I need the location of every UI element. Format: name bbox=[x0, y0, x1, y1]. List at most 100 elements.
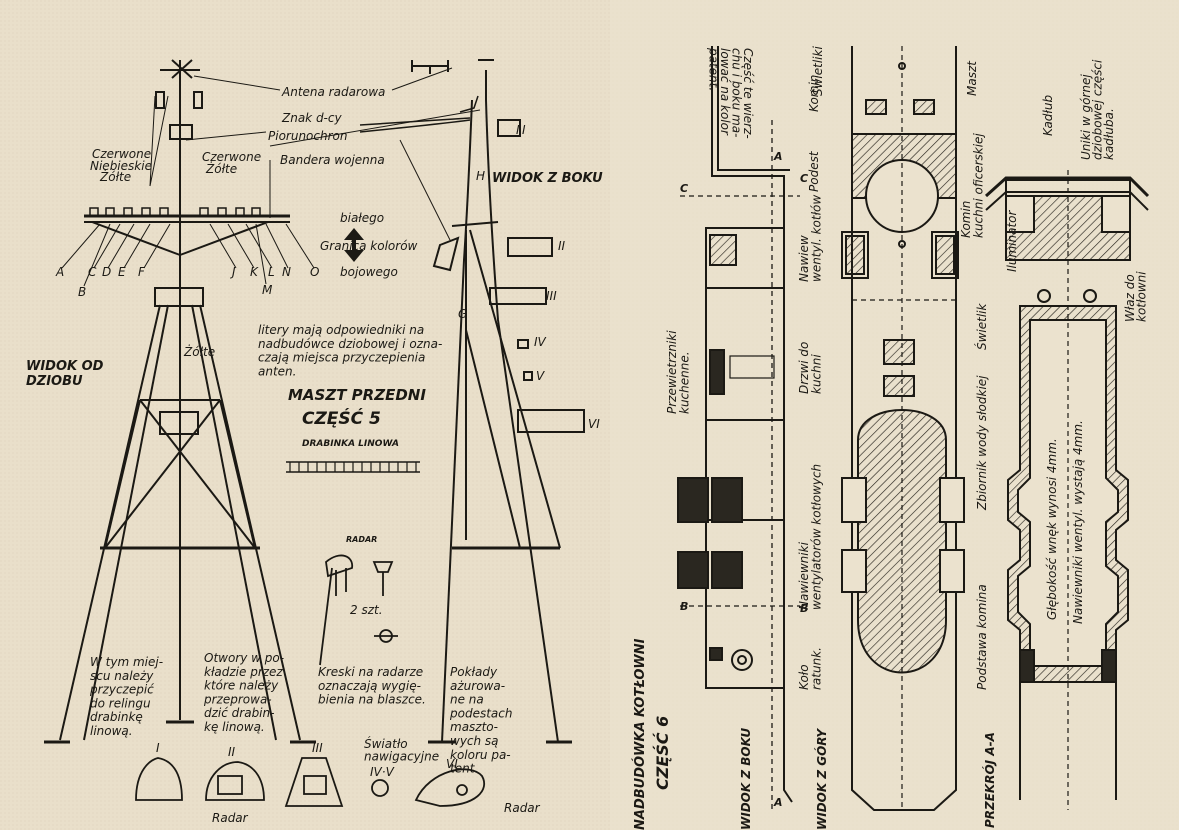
superstructure-top-view bbox=[841, 46, 965, 811]
text-line: które należy bbox=[204, 679, 279, 693]
label-freshwater: Zbiornik wody słodkiej bbox=[975, 375, 989, 511]
mark-c-left: C bbox=[680, 182, 688, 195]
text-line: drabinkę bbox=[90, 710, 143, 724]
text-line: linową. bbox=[90, 724, 133, 738]
radar-label-left: Radar bbox=[212, 811, 249, 825]
text-line: bienia na blaszce. bbox=[318, 693, 426, 707]
letter-leader bbox=[123, 223, 151, 269]
mark-c-right: C bbox=[800, 172, 808, 185]
label-vent: Nawiewwentyl. kotłów bbox=[797, 195, 824, 282]
part6-number: CZĘŚĆ 6 bbox=[653, 716, 672, 790]
yard-lights bbox=[61, 207, 315, 287]
letter-leader bbox=[285, 223, 315, 269]
superstructure-side-view bbox=[677, 46, 793, 803]
letter-leader bbox=[245, 223, 273, 269]
platform-mark: V bbox=[536, 369, 545, 383]
colour-border-label: Granica kolorów bbox=[320, 239, 418, 253]
svg-text:Niebieskie: Niebieskie bbox=[90, 159, 152, 173]
text-line: maszto- bbox=[450, 720, 498, 734]
letter-leader bbox=[265, 223, 289, 269]
letter-j: J bbox=[230, 265, 236, 279]
letter-l: L bbox=[268, 265, 275, 279]
right-sheet-labels: NADBUDÓWKA KOTŁOWNI CZĘŚĆ 6 WIDOK Z BOKU… bbox=[632, 46, 1149, 830]
lightning-rod-label: Piorunochron bbox=[268, 129, 347, 143]
label-kitchen-vents: Przewietrznikikuchenne. bbox=[665, 330, 692, 414]
label-chimney: Komin bbox=[807, 75, 821, 112]
rope-ladder-rungs bbox=[289, 462, 417, 472]
letter-b: B bbox=[78, 285, 86, 299]
text-line: dzić drabin- bbox=[204, 706, 274, 720]
text-line: kotłowni bbox=[1135, 271, 1149, 322]
mark-a-bottom: A bbox=[773, 796, 783, 809]
text-line: kuchni oficerskiej bbox=[972, 133, 986, 238]
front-view-mast bbox=[44, 59, 316, 744]
text-line: kuchenne. bbox=[678, 351, 692, 414]
text-line: DZIOBU bbox=[26, 374, 83, 389]
letter-c: C bbox=[88, 265, 97, 279]
letter-d: D bbox=[102, 265, 111, 279]
letter-leader bbox=[107, 223, 135, 269]
text-line: wych są bbox=[450, 734, 499, 748]
lights-right-labels: Czerwone Żółte bbox=[202, 150, 261, 176]
text-line: kę linową. bbox=[204, 720, 265, 734]
label-patent: Część te wierz-chu i boku ma-lować na ko… bbox=[707, 47, 756, 139]
text-line: kuchni bbox=[810, 354, 824, 394]
label-vent-protrude: Nawiewniki wentyl. wystają 4mm. bbox=[1071, 420, 1085, 624]
letter-f: F bbox=[138, 265, 146, 279]
text-line: do relingu bbox=[90, 696, 151, 710]
text-line: koloru pa- bbox=[450, 748, 511, 762]
side-view-title: WIDOK Z BOKU bbox=[492, 171, 603, 186]
text-line: dziobowej części bbox=[1091, 59, 1105, 160]
label-officer-chimney: Kominkuchni oficerskiej bbox=[959, 133, 986, 238]
platform-plans bbox=[135, 757, 485, 807]
text-line: czają miejsca przyczepienia bbox=[258, 351, 425, 365]
part-title: CZĘŚĆ 5 bbox=[302, 407, 381, 429]
text-line: nawigacyjne bbox=[364, 750, 439, 764]
platform-mark: IV bbox=[534, 335, 547, 349]
label-hatch: Właz dokotłowni bbox=[1123, 271, 1149, 322]
platform-mark: VI bbox=[588, 417, 600, 431]
text-line: ażurowa- bbox=[450, 679, 505, 693]
top-view-centreline bbox=[852, 46, 956, 810]
label-wheel: Kołoratunk. bbox=[797, 647, 824, 690]
yellow-label: Żółte bbox=[183, 344, 215, 359]
radar-label-right: Radar bbox=[504, 801, 541, 815]
label-landing: Podest bbox=[807, 150, 821, 192]
svg-text:Żółte: Żółte bbox=[99, 169, 131, 184]
letter-leader bbox=[227, 223, 255, 269]
yard-light bbox=[217, 207, 227, 217]
platform-plan-mark: I bbox=[156, 741, 160, 755]
label-skylights: Świetliki bbox=[810, 46, 825, 96]
text-line: ne na bbox=[450, 693, 484, 707]
colour-boundary-arrows bbox=[344, 228, 364, 262]
text-line: wentylatorów kotłowych bbox=[810, 464, 824, 610]
yard-light bbox=[105, 207, 115, 217]
platform-plan-mark: II bbox=[228, 745, 236, 759]
letter-leader bbox=[143, 223, 171, 269]
text-line: przyczepić bbox=[89, 683, 154, 697]
label-stubs: Uniki w górnejdziobowej częścikadłuba. bbox=[1079, 59, 1116, 160]
label-chimney-base: Podstawa komina bbox=[975, 584, 989, 690]
text-line: scu należy bbox=[90, 669, 154, 683]
signal-sign-label: Znak d-cy bbox=[281, 111, 342, 125]
text-line: chu i boku ma- bbox=[730, 48, 744, 137]
platform-mark: I bbox=[522, 123, 526, 137]
text-line: tent. bbox=[450, 762, 478, 776]
label-illuminator: Iluminator bbox=[1005, 209, 1019, 272]
label-mast: Maszt bbox=[965, 60, 979, 96]
text-line: przeprowa- bbox=[203, 692, 272, 706]
letter-leader bbox=[255, 223, 267, 285]
svg-text:Czerwone: Czerwone bbox=[92, 147, 151, 161]
yard-light bbox=[251, 207, 261, 217]
text-line: ratunk. bbox=[810, 647, 824, 690]
yard-light bbox=[89, 207, 99, 217]
